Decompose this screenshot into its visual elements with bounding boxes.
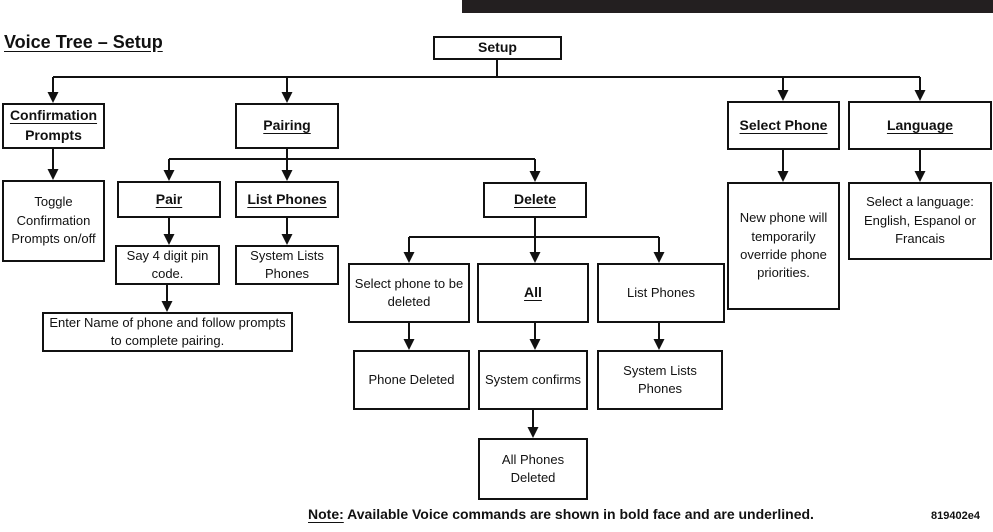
footnote: Note: Available Voice commands are shown… bbox=[308, 506, 814, 522]
node-language-label: Language bbox=[886, 116, 954, 133]
footnote-text: Available Voice commands are shown in bo… bbox=[343, 506, 814, 522]
node-select-phone-deleted: Select phone to be deleted bbox=[348, 263, 470, 323]
node-confirmation-prompts-line2: Prompts bbox=[25, 127, 82, 143]
edge-setup-to-row1 bbox=[47, 60, 926, 103]
edge-pairing-to-children bbox=[163, 149, 541, 182]
node-select-phone-label: Select Phone bbox=[739, 116, 828, 133]
node-list-phones-label: List Phones bbox=[247, 190, 327, 207]
node-select-phone-deleted-label: Select phone to be deleted bbox=[354, 275, 464, 309]
edge-select-phone-to-new-phone bbox=[777, 150, 789, 182]
edge-list-phones-to-system-lists bbox=[281, 218, 293, 245]
edge-delete-to-children bbox=[403, 218, 665, 263]
node-select-language: Select a language: English, Espanol or F… bbox=[848, 182, 992, 260]
node-toggle-confirmation-label: Toggle Confirmation Prompts on/off bbox=[11, 194, 96, 247]
node-pair-label: Pair bbox=[155, 190, 183, 207]
top-bar bbox=[462, 0, 993, 13]
node-phone-deleted-label: Phone Deleted bbox=[368, 371, 455, 387]
node-list-phones: List Phones bbox=[235, 181, 339, 218]
node-confirmation-prompts: Confirmation Prompts bbox=[2, 103, 105, 149]
edge-say-pin-to-enter-name bbox=[161, 285, 173, 312]
node-language: Language bbox=[848, 101, 992, 150]
document-code: 819402e4 bbox=[931, 510, 980, 522]
node-setup-label: Setup bbox=[478, 39, 517, 56]
page-title: Voice Tree – Setup bbox=[4, 32, 163, 52]
node-all: All bbox=[477, 263, 589, 323]
edge-system-confirms-to-all-phones-deleted bbox=[527, 410, 539, 438]
node-say-pin-label: Say 4 digit pin code. bbox=[126, 247, 209, 281]
node-say-pin: Say 4 digit pin code. bbox=[115, 245, 220, 285]
node-system-lists-phones-1-label: System Lists Phones bbox=[250, 247, 324, 281]
node-phone-deleted: Phone Deleted bbox=[353, 350, 470, 410]
node-enter-name-label: Enter Name of phone and follow prompts t… bbox=[49, 314, 286, 348]
node-new-phone-override: New phone will temporarily override phon… bbox=[727, 182, 840, 310]
node-enter-name: Enter Name of phone and follow prompts t… bbox=[42, 312, 293, 352]
footnote-prefix: Note: bbox=[308, 506, 344, 522]
edge-delete-children-to-results bbox=[403, 323, 665, 350]
node-list-phones-2-label: List Phones bbox=[627, 284, 695, 300]
node-all-phones-deleted-label: All Phones Deleted bbox=[501, 451, 565, 485]
node-confirmation-prompts-label: Confirmation Prompts bbox=[10, 106, 97, 146]
edge-language-to-select-language bbox=[914, 150, 926, 182]
node-select-phone: Select Phone bbox=[727, 101, 840, 150]
node-delete-label: Delete bbox=[513, 191, 557, 208]
node-system-confirms-label: System confirms bbox=[484, 371, 582, 387]
node-pair: Pair bbox=[117, 181, 221, 218]
node-system-confirms: System confirms bbox=[478, 350, 588, 410]
node-new-phone-override-label: New phone will temporarily override phon… bbox=[739, 210, 828, 281]
node-list-phones-2: List Phones bbox=[597, 263, 725, 323]
edge-pair-to-say-pin bbox=[163, 218, 175, 245]
node-pairing: Pairing bbox=[235, 103, 339, 149]
node-system-lists-phones-2: System Lists Phones bbox=[597, 350, 723, 410]
node-toggle-confirmation: Toggle Confirmation Prompts on/off bbox=[2, 180, 105, 262]
node-system-lists-phones-1: System Lists Phones bbox=[235, 245, 339, 285]
node-select-language-label: Select a language: English, Espanol or F… bbox=[863, 194, 976, 247]
node-system-lists-phones-2-label: System Lists Phones bbox=[623, 362, 697, 396]
node-delete: Delete bbox=[483, 182, 587, 218]
node-all-phones-deleted: All Phones Deleted bbox=[478, 438, 588, 500]
node-confirmation-prompts-line1: Confirmation bbox=[9, 107, 98, 124]
node-all-label: All bbox=[524, 284, 542, 301]
edge-confirmation-to-toggle bbox=[47, 149, 59, 180]
node-setup: Setup bbox=[433, 36, 562, 60]
node-pairing-label: Pairing bbox=[263, 117, 311, 134]
